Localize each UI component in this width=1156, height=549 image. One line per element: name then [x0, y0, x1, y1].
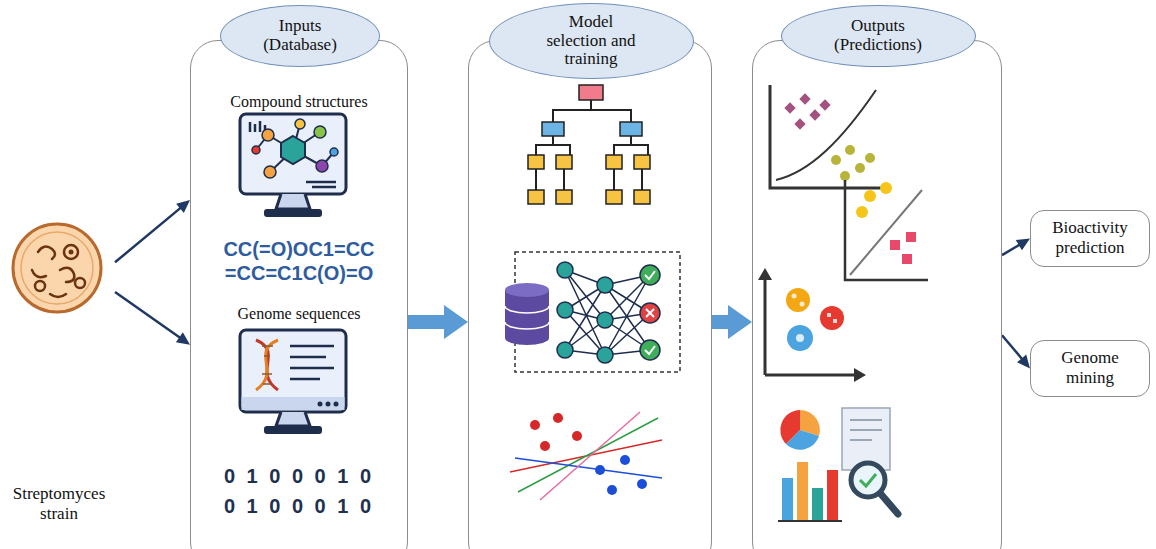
- flow-arrow: [408, 305, 468, 339]
- text-slot: CC(=O)OC1=CC =CC=C1C(O)=O: [191, 237, 407, 285]
- report-icon: [778, 408, 898, 521]
- heading-ellipse: Model selection and training: [489, 3, 694, 79]
- link-arrow: [114, 291, 190, 345]
- text-slot: Genome mining: [1031, 341, 1149, 396]
- curve-plot-icon: [770, 85, 882, 188]
- link-arrow: [1001, 238, 1030, 256]
- output-panel: Outputs (Predictions): [752, 40, 1002, 549]
- input-caption: Compound structures: [230, 93, 367, 111]
- cluster-plot-icon: [758, 268, 866, 382]
- strain-icon: [13, 224, 101, 312]
- text-slot: 0 1 0 0 0 1 0: [191, 465, 407, 487]
- panel-heading: Inputs (Database): [244, 17, 356, 54]
- regression-plot-icon: [510, 412, 662, 500]
- smiles-string: CC(=O)OC1=CC =CC=C1C(O)=O: [199, 237, 399, 285]
- text-slot: 0 1 0 0 0 1 0: [191, 495, 407, 517]
- heading-ellipse: Outputs (Predictions): [781, 5, 976, 67]
- text-slot: Compound structures: [191, 93, 407, 111]
- model-panel: Model selection and training: [468, 40, 712, 549]
- text-slot: Genome sequences: [191, 305, 407, 323]
- compound-monitor-icon: [240, 114, 346, 217]
- heading-ellipse: Inputs (Database): [220, 5, 380, 67]
- text-slot: Streptomyces strain: [3, 484, 115, 525]
- decision-tree-icon: [528, 85, 650, 204]
- binary-row: 0 1 0 0 0 1 0: [224, 495, 374, 517]
- genome-monitor-icon: [240, 330, 346, 434]
- result-box: Genome mining: [1030, 340, 1150, 397]
- text-slot: Bioactivity prediction: [1031, 211, 1149, 266]
- input-caption: Genome sequences: [237, 305, 360, 323]
- panel-heading: Outputs (Predictions): [822, 17, 934, 54]
- flow-arrow: [712, 305, 752, 339]
- result-label: Genome mining: [1038, 348, 1142, 389]
- link-arrow: [1001, 334, 1030, 368]
- result-label: Bioactivity prediction: [1038, 218, 1142, 259]
- strain-label: Streptomyces strain: [7, 484, 111, 525]
- binary-row: 0 1 0 0 0 1 0: [224, 465, 374, 487]
- scatter-plot-icon: [845, 180, 928, 280]
- result-box: Bioactivity prediction: [1030, 210, 1150, 267]
- neural-network-icon: [505, 252, 680, 372]
- strain-node: Streptomyces strain: [3, 222, 115, 532]
- link-arrow: [114, 200, 190, 263]
- input-panel: Inputs (Database)Compound structuresCC(=…: [190, 40, 408, 549]
- panel-heading: Model selection and training: [541, 13, 641, 69]
